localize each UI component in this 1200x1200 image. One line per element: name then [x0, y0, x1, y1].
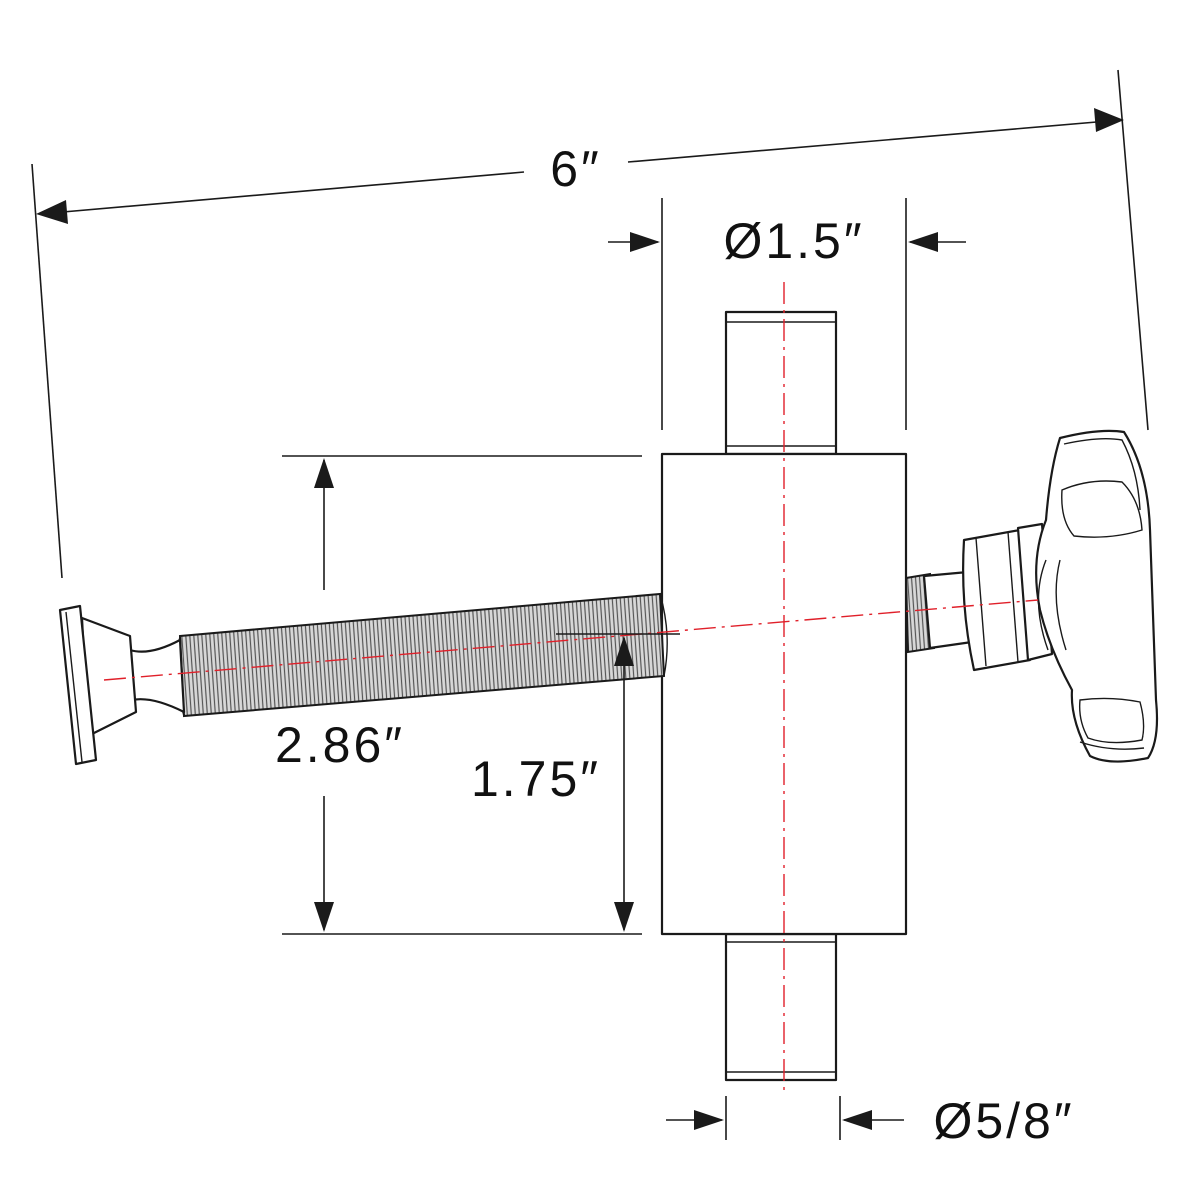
screw-height-label: 1.75″ — [471, 751, 601, 807]
pin-diameter-label: Ø5/8″ — [933, 1093, 1074, 1149]
swivel-foot — [58, 604, 138, 766]
centerlines — [103, 282, 1039, 1096]
right-thread-stub — [904, 570, 974, 654]
body-diameter-label: Ø1.5″ — [723, 213, 864, 269]
screw-axis-centerline — [103, 599, 1039, 681]
top-pin — [724, 310, 838, 456]
screw-length-label: 2.86″ — [275, 717, 405, 773]
threaded-screw — [128, 592, 668, 718]
bottom-pin — [724, 932, 838, 1082]
overall-length-label: 6″ — [550, 141, 602, 197]
dimension-pin-diameter: Ø5/8″ — [666, 1093, 1074, 1149]
t-handle-knob — [1035, 429, 1159, 763]
dimension-body-diameter: Ø1.5″ — [608, 198, 966, 430]
dimension-screw-height: 1.75″ — [456, 633, 680, 932]
dimension-screw-length: 2.86″ — [275, 455, 642, 935]
dimension-overall-length: 6″ — [31, 69, 1149, 579]
